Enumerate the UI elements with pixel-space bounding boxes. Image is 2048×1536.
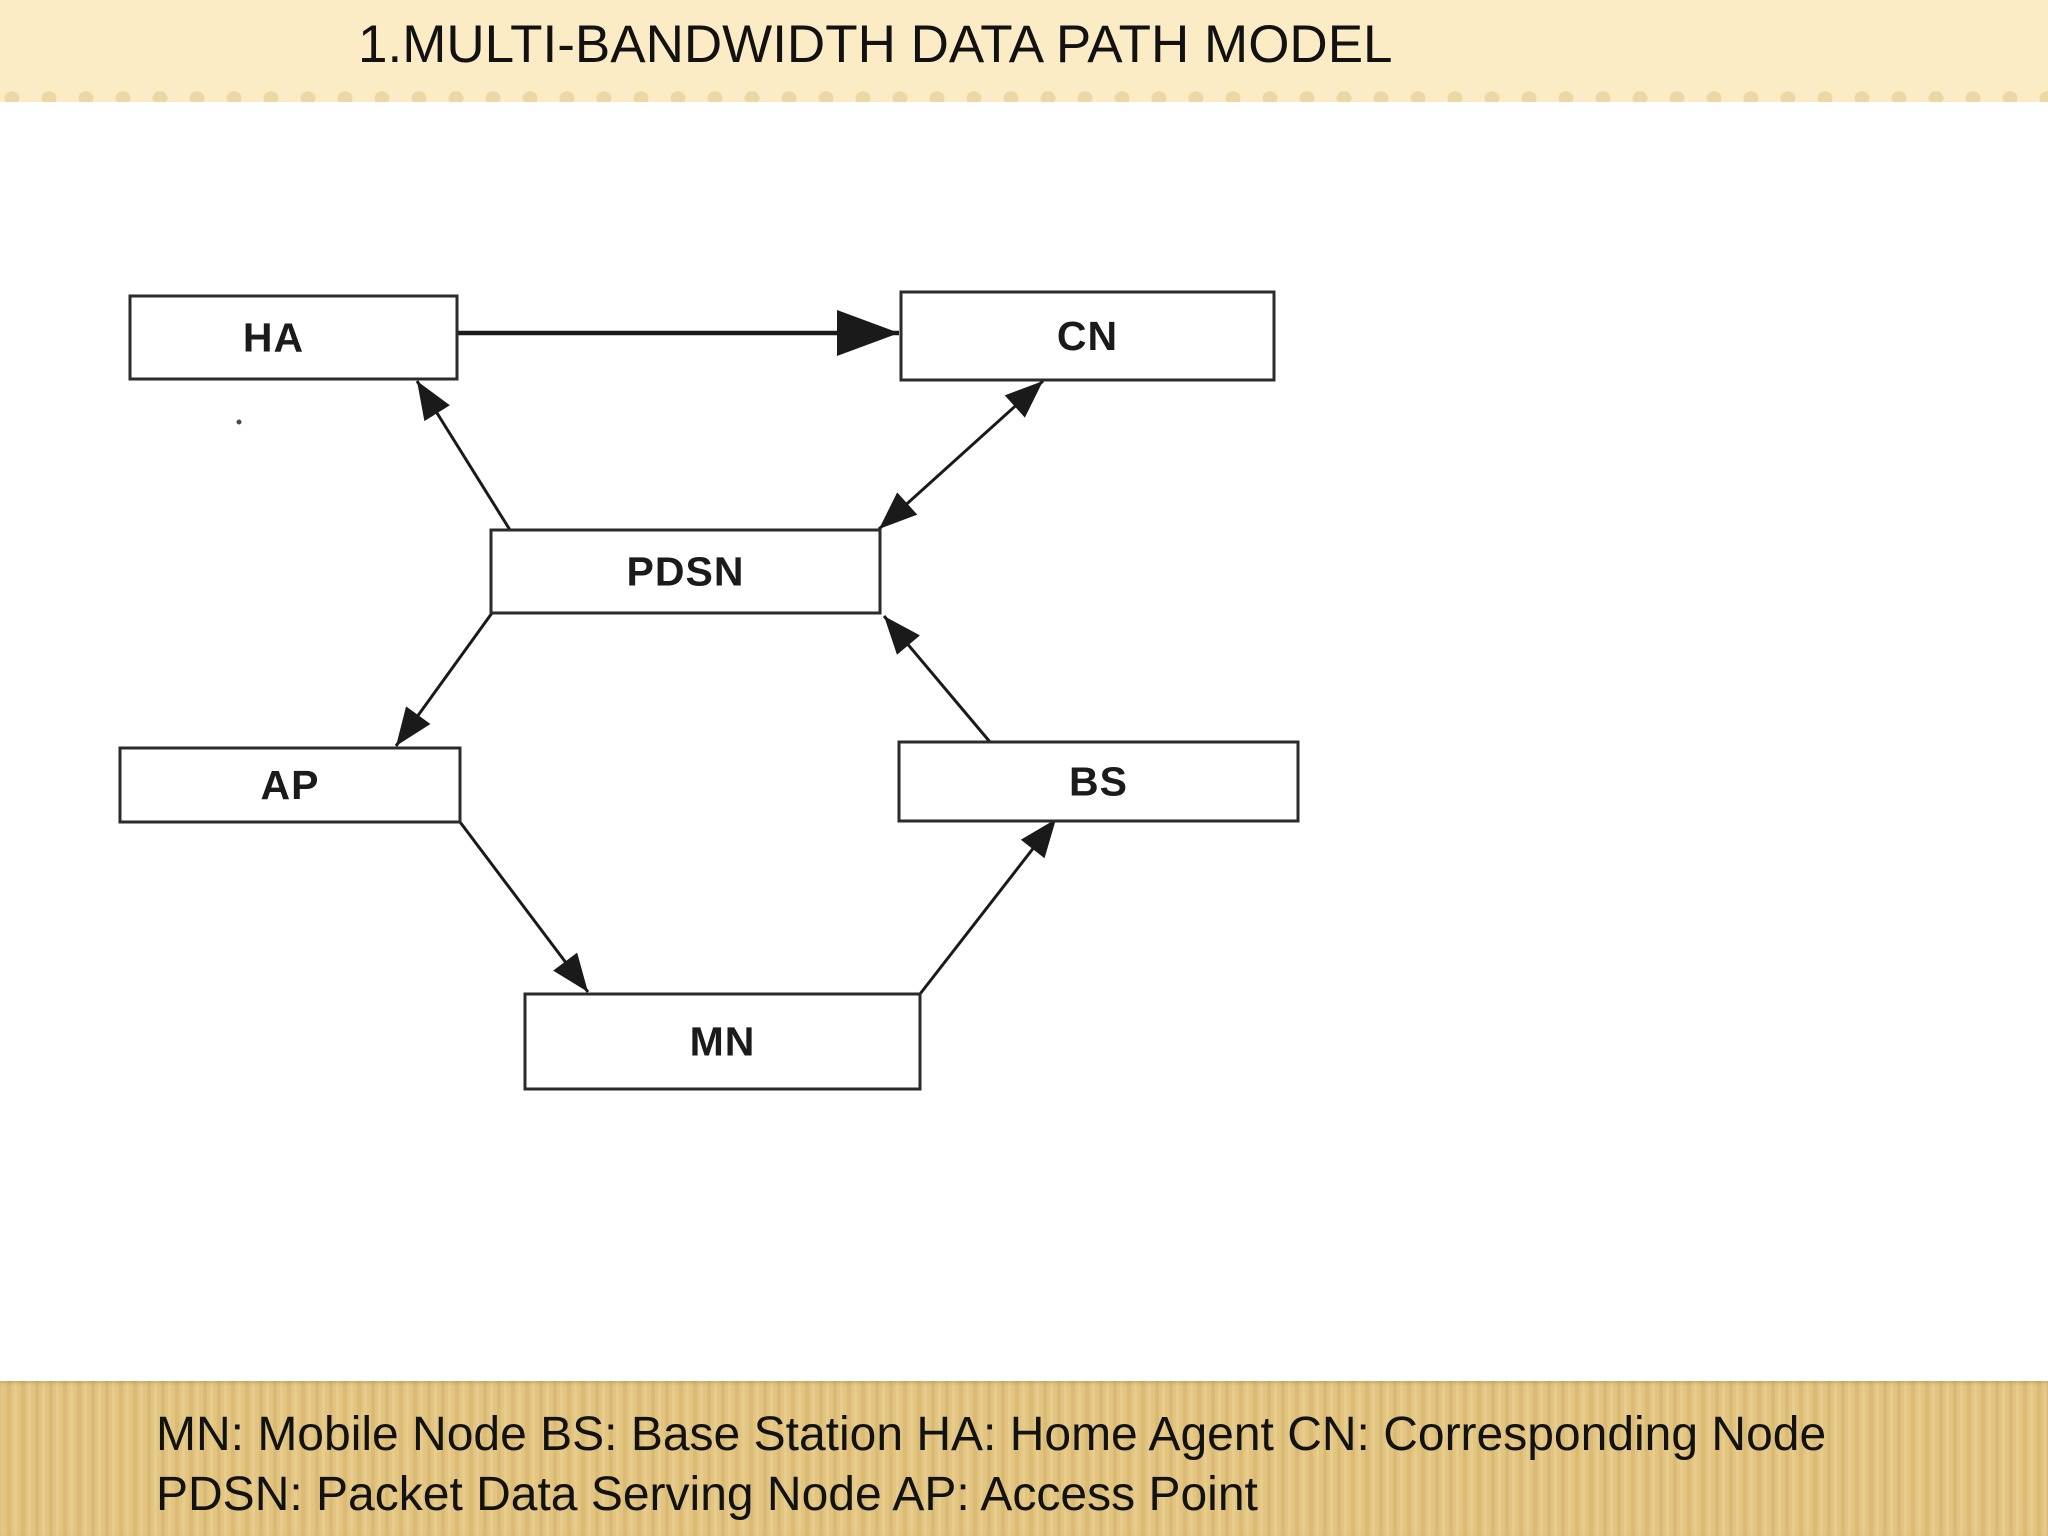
node-HA-label: HA: [243, 315, 304, 361]
node-HA-box: [128, 294, 459, 381]
slide-title: 1.MULTI-BANDWIDTH DATA PATH MODEL: [358, 15, 1393, 74]
arrowhead-HA: [417, 381, 450, 422]
diagram-area: HA CN PDSN AP BS MN: [0, 102, 2048, 1381]
arrowhead-CN: [837, 310, 899, 356]
legend-line-1: MN: Mobile Node BS: Base Station HA: Hom…: [156, 1408, 1827, 1461]
title-band: 1.MULTI-BANDWIDTH DATA PATH MODEL: [0, 0, 2048, 102]
legend-band: MN: Mobile Node BS: Base Station HA: Hom…: [0, 1381, 2048, 1536]
arrowhead-PDSN: [884, 616, 920, 655]
node-MN-label: MN: [690, 1019, 756, 1065]
node-AP-box: [118, 746, 462, 824]
stray-dot: [236, 419, 242, 425]
arrowhead-MN: [553, 952, 588, 992]
legend-text: MN: Mobile Node BS: Base Station HA: Hom…: [156, 1405, 1826, 1525]
arrowhead-PDSN: [879, 492, 918, 529]
node-BS-label: BS: [1069, 759, 1128, 805]
arrowhead-BS: [1020, 819, 1056, 859]
node-PDSN-label: PDSN: [627, 549, 745, 595]
node-AP-label: AP: [261, 762, 320, 808]
node-CN-label: CN: [1057, 313, 1118, 359]
legend-line-2: PDSN: Packet Data Serving Node AP: Acces…: [156, 1468, 1258, 1521]
arrowhead-CN: [1004, 381, 1043, 418]
node-MN-box: [523, 992, 922, 1091]
node-PDSN-box: [489, 528, 882, 615]
node-CN-box: [899, 290, 1276, 382]
arrowhead-AP: [396, 706, 431, 746]
node-BS-box: [897, 740, 1300, 823]
